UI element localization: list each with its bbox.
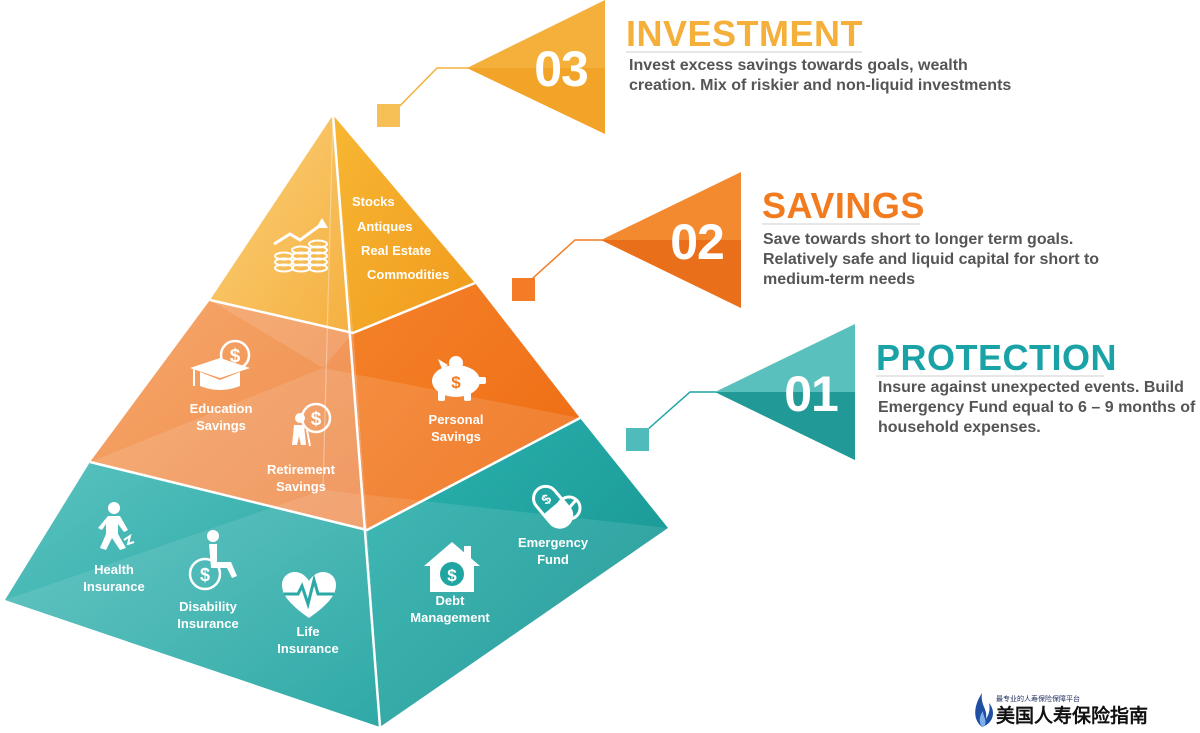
- disability-insurance-label: Disability: [179, 599, 238, 614]
- callout-investment: 03 INVESTMENT Invest excess savings towa…: [377, 0, 1011, 134]
- svg-text:$: $: [200, 565, 210, 585]
- emergency-fund-label: Emergency: [518, 535, 589, 550]
- investment-item: Antiques: [357, 219, 413, 234]
- debt-management-label: Management: [410, 610, 490, 625]
- tier-description: household expenses.: [878, 419, 1041, 436]
- growth-chart-coins-icon: [273, 218, 328, 273]
- separator-top: [209, 281, 476, 335]
- tier-description: Insure against unexpected events. Build: [878, 379, 1184, 396]
- tier-number: 03: [534, 41, 588, 97]
- investment-tier-left-face: [210, 115, 353, 333]
- health-insurance-label: Health: [94, 562, 134, 577]
- flame-logo-icon: [975, 693, 994, 727]
- svg-text:$: $: [311, 409, 322, 430]
- pyramid: [5, 114, 668, 728]
- injured-person-icon: [98, 502, 135, 550]
- investment-item: Commodities: [367, 267, 449, 282]
- tier-number: 01: [784, 366, 838, 422]
- retirement-savings-label: Retirement: [267, 462, 336, 477]
- tier-description: Invest excess savings towards goals, wea…: [629, 57, 968, 74]
- tier-description: medium-term needs: [763, 271, 915, 288]
- graduation-cap-dollar-icon: $: [190, 339, 251, 390]
- interior-plane: [210, 300, 353, 368]
- life-insurance-label: Insurance: [277, 641, 338, 656]
- connector-marker: [512, 278, 535, 301]
- svg-text:$: $: [451, 373, 461, 392]
- savings-tier-left-face: [90, 300, 367, 530]
- number-banner-shade: [467, 68, 605, 134]
- tier-title: SAVINGS: [762, 185, 925, 226]
- connector-marker: [626, 428, 649, 451]
- elderly-dollar-icon: $: [292, 402, 332, 447]
- interior-plane-bottom: [5, 490, 668, 727]
- house-dollar-icon: $: [424, 542, 480, 592]
- wheelchair-dollar-icon: $: [188, 530, 237, 591]
- svg-text:$: $: [230, 346, 241, 367]
- health-insurance-label: Insurance: [83, 579, 144, 594]
- callout-savings: 02 SAVINGS Save towards short to longer …: [512, 172, 1099, 308]
- tier-description: Emergency Fund equal to 6 – 9 months of: [878, 399, 1196, 416]
- investment-tier-right-face: [333, 115, 475, 333]
- number-banner-shade: [715, 392, 855, 460]
- tier-description: Relatively safe and liquid capital for s…: [763, 251, 1099, 268]
- investment-item: Real Estate: [361, 243, 431, 258]
- separator-mid: [89, 416, 581, 532]
- tier-title: INVESTMENT: [626, 13, 863, 54]
- tier-title: PROTECTION: [876, 337, 1117, 378]
- piggy-bank-icon: $: [432, 356, 486, 401]
- protection-tier-right-face: [367, 418, 668, 727]
- number-banner-shade: [601, 240, 741, 308]
- connector-marker: [377, 104, 400, 127]
- tier-number: 02: [670, 214, 724, 270]
- logo-tagline: 最专业的人寿保险保障平台: [996, 694, 1080, 703]
- tier-description: creation. Mix of riskier and non-liquid …: [629, 77, 1011, 94]
- tier-description: Save towards short to longer term goals.: [763, 231, 1073, 248]
- personal-savings-label: Savings: [431, 429, 481, 444]
- investment-item: Stocks: [352, 194, 395, 209]
- callout-protection: 01 PROTECTION Insure against unexpected …: [626, 324, 1196, 460]
- savings-tier-right-face: [353, 283, 580, 530]
- disability-insurance-label: Insurance: [177, 616, 238, 631]
- retirement-savings-label: Savings: [276, 479, 326, 494]
- logo-name: 美国人寿保险指南: [996, 704, 1148, 727]
- personal-savings-label: Personal: [429, 412, 484, 427]
- emergency-fund-label: Fund: [537, 552, 569, 567]
- svg-text:$: $: [447, 566, 457, 585]
- interior-plane-mid: [90, 368, 580, 530]
- life-insurance-label: Life: [296, 624, 319, 639]
- education-savings-label: Education: [190, 401, 253, 416]
- investment-items: Stocks Antiques Real Estate Commodities: [352, 194, 449, 282]
- heartbeat-icon: [282, 572, 336, 618]
- debt-management-label: Debt: [436, 593, 466, 608]
- front-edge: [331, 114, 382, 728]
- education-savings-label: Savings: [196, 418, 246, 433]
- brand-logo: 最专业的人寿保险保障平台 美国人寿保险指南: [975, 693, 1148, 727]
